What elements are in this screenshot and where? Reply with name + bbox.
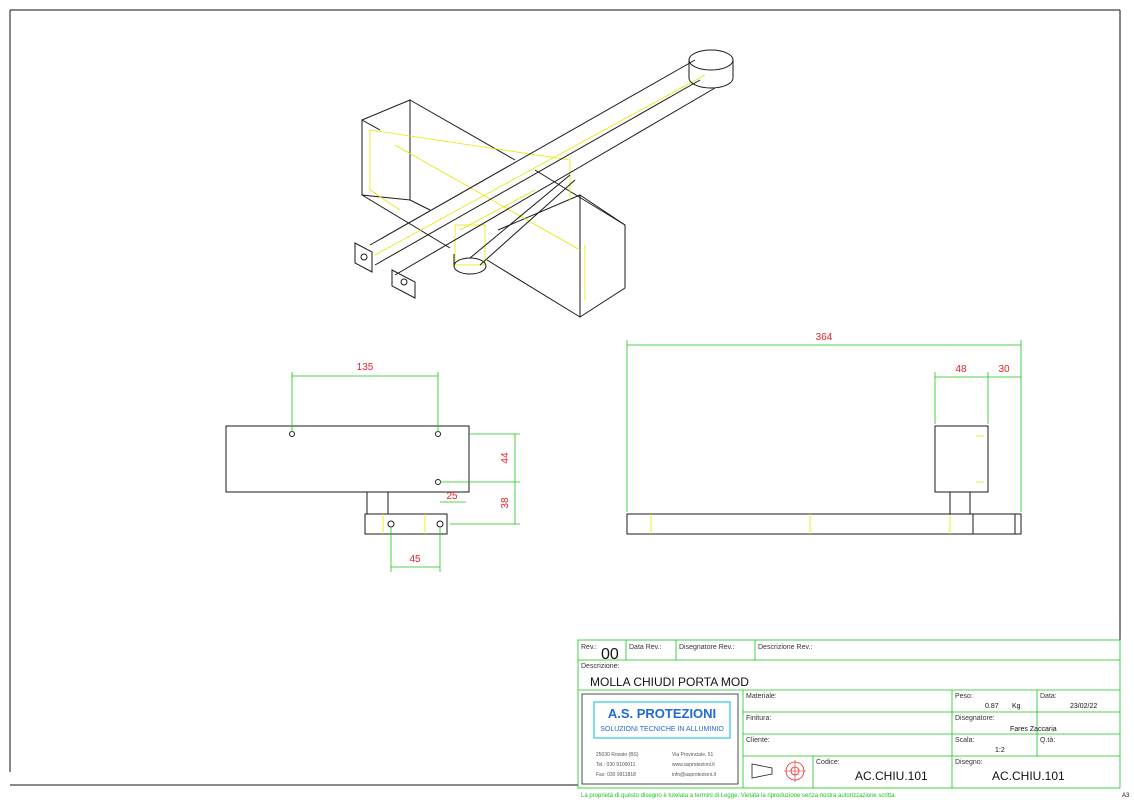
scale-value: 1:2: [995, 747, 1005, 754]
company-email: info@asprotezioni.it: [672, 772, 717, 778]
date-value: 23/02/22: [1070, 703, 1097, 710]
date-rev-label: Data Rev.:: [629, 644, 662, 651]
dim-48-text: 48: [955, 364, 967, 375]
isometric-view: [354, 49, 734, 318]
drafter-label: Disegnatore:: [955, 715, 995, 722]
iso-pivot-bottom: [688, 77, 734, 89]
dim-25-text: 25: [446, 491, 458, 502]
company-tel: Tel.: 030 9100011: [596, 762, 636, 768]
sheet-format: A3: [1122, 793, 1130, 799]
title-block: Rev.: 00 Data Rev.: Disegnatore Rev.: De…: [577, 639, 1130, 799]
dim-364-text: 364: [816, 332, 833, 343]
iso-hidden-6: [459, 189, 536, 231]
iso-arm-pivot-top: [688, 49, 734, 71]
iso-box-edge: [409, 199, 431, 211]
iso-arm-lower-edge: [374, 79, 701, 266]
side-view: 364 48 30: [626, 332, 1022, 535]
company-fax: Fax: 030 9911818: [596, 772, 636, 778]
weight-unit: Kg: [1012, 703, 1021, 710]
front-bracket-hole-2: [436, 520, 444, 528]
dim-135-text: 135: [357, 362, 374, 373]
iso-hidden-2: [369, 129, 571, 161]
company-name: A.S. PROTEZIONI: [608, 706, 716, 721]
date-label: Data:: [1040, 693, 1057, 700]
weight-value: 0.87: [985, 703, 999, 710]
dim-38-text: 38: [500, 497, 511, 509]
iso-hidden-1: [369, 130, 401, 211]
front-bracket: [364, 513, 448, 535]
iso-box-top-edge-2: [361, 119, 381, 131]
iso-box-bottom: [486, 259, 581, 318]
projection-cone-icon: [751, 763, 773, 779]
desc-rev-label: Descrizione Rev.:: [758, 644, 812, 651]
logo-frame: [593, 701, 731, 739]
iso-bracket-1: [354, 242, 373, 273]
front-body: [225, 425, 470, 493]
iso-arm-diagonal: [469, 174, 571, 259]
weight-label: Peso:: [955, 693, 973, 700]
drawing-label: Disegno:: [955, 759, 983, 766]
iso-arm-lower-edge-2: [394, 87, 716, 276]
front-view: 135 44 38 25 45: [225, 362, 520, 572]
iso-arm-diagonal-2: [479, 179, 576, 266]
title-block-frame: [577, 639, 1121, 789]
disclaimer: La proprietà di questo disegno è tutelat…: [581, 793, 896, 799]
front-hole-3: [435, 479, 441, 485]
front-hole-1: [289, 431, 295, 437]
iso-cylinder: [453, 257, 487, 275]
material-label: Materiale:: [746, 693, 777, 700]
side-arm: [626, 513, 1022, 535]
iso-bracket-hole-1: [360, 253, 368, 261]
iso-bracket-hole-2: [400, 278, 408, 286]
iso-arm-upper-edge: [369, 59, 696, 246]
iso-box-bottom-left: [361, 194, 451, 249]
company-web: www.asprotezioni.it: [672, 762, 715, 768]
dim-30-text: 30: [998, 364, 1010, 375]
code-label: Codice:: [816, 759, 840, 766]
description-label: Descrizione:: [581, 663, 620, 670]
client-label: Cliente:: [746, 737, 770, 744]
company-tagline: SOLUZIONI TECNICHE IN ALLUMINIO: [600, 726, 724, 733]
code-value: AC.CHIU.101: [855, 769, 928, 783]
front-bracket-hole-1: [387, 520, 395, 528]
drawing-value: AC.CHIU.101: [992, 769, 1065, 783]
logo-box: [581, 693, 739, 785]
qty-label: Q.tà:: [1040, 737, 1055, 744]
front-pivot: [366, 491, 389, 515]
dim-44-text: 44: [500, 452, 511, 464]
rev-label: Rev.:: [581, 644, 597, 651]
description-value: MOLLA CHIUDI PORTA MOD: [590, 675, 749, 689]
dim-45-text: 45: [409, 554, 421, 565]
iso-hidden-3: [394, 144, 581, 251]
scale-label: Scala:: [955, 737, 975, 744]
front-hole-2: [435, 431, 441, 437]
iso-box-top-edge: [409, 99, 516, 161]
company-address: 25030 Rovato (BS): [596, 752, 639, 758]
drafter-value: Fares Zaccaria: [1010, 726, 1057, 733]
iso-bracket-2: [391, 269, 416, 299]
iso-box-end-face: [361, 99, 411, 201]
company-street: Via Provinciale, 51: [672, 752, 714, 758]
rev-value: 00: [601, 646, 619, 663]
designer-rev-label: Disegnatore Rev.:: [679, 644, 735, 651]
iso-box-far-face: [579, 194, 626, 318]
iso-hidden-arm: [374, 74, 706, 256]
side-pivot: [949, 491, 971, 515]
finish-label: Finitura:: [746, 715, 771, 722]
